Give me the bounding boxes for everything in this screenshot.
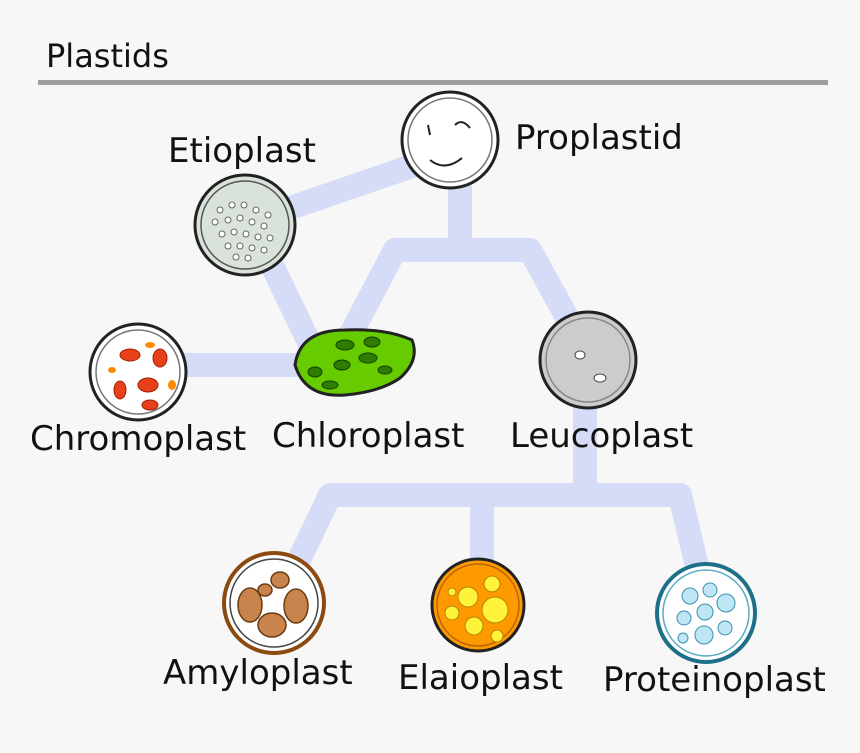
amyloplast-icon bbox=[222, 551, 326, 655]
etioplast-icon bbox=[193, 173, 297, 277]
proteinoplast-icon bbox=[655, 562, 757, 664]
chloroplast-icon bbox=[293, 328, 416, 397]
elaioplast-icon bbox=[430, 557, 526, 653]
label-amyloplast: Amyloplast bbox=[163, 653, 353, 693]
proplastid-icon bbox=[400, 90, 500, 190]
chromoplast-icon bbox=[88, 322, 188, 422]
label-chromoplast: Chromoplast bbox=[30, 419, 247, 459]
label-elaioplast: Elaioplast bbox=[398, 658, 563, 698]
label-leucoplast: Leucoplast bbox=[510, 416, 694, 456]
label-proteinoplast: Proteinoplast bbox=[603, 660, 826, 700]
leucoplast-icon bbox=[538, 310, 638, 410]
label-proplastid: Proplastid bbox=[515, 118, 683, 158]
connector-branch-chloroplast bbox=[333, 238, 597, 362]
diagram-title: Plastids bbox=[46, 37, 169, 75]
label-etioplast: Etioplast bbox=[168, 131, 316, 171]
connector-branch-lower bbox=[268, 483, 717, 612]
label-chloroplast: Chloroplast bbox=[272, 416, 465, 456]
title-divider bbox=[38, 80, 828, 85]
